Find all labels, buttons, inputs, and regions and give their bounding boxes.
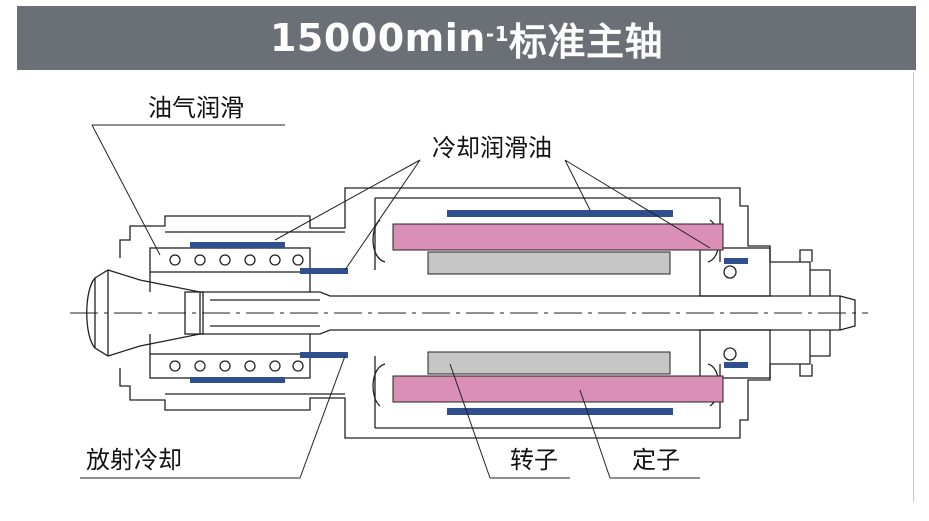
inner-wall xyxy=(165,231,345,395)
title-main: 15000min xyxy=(269,16,486,60)
drawbar-tip xyxy=(184,291,204,335)
label-stator: 定子 xyxy=(632,446,680,474)
shaft-tail xyxy=(839,295,856,331)
rear-cap-step xyxy=(810,269,831,357)
housing-outline-top xyxy=(119,187,771,262)
leader-lines xyxy=(80,124,711,479)
label-rotor: 转子 xyxy=(510,446,558,474)
motor-end-left-bottom xyxy=(372,363,386,407)
bearing-spacers xyxy=(149,272,311,354)
bearing-balls-bottom xyxy=(169,360,304,372)
title-suffix: 标准主轴 xyxy=(509,19,664,64)
spindle-shaft xyxy=(200,291,841,335)
label-oil-air-lubrication: 油气润滑 xyxy=(148,94,244,122)
shaft-bore xyxy=(210,299,320,327)
rotor-bottom xyxy=(427,351,671,375)
rotor-top xyxy=(427,251,671,275)
right-divider xyxy=(913,72,914,502)
leader-rotor xyxy=(449,363,491,479)
stator-bottom xyxy=(392,375,724,403)
rear-ball-bottom xyxy=(723,347,737,361)
leader-radiation xyxy=(299,355,346,479)
leader-stator xyxy=(579,389,611,479)
title-superscript: -1 xyxy=(485,22,510,46)
label-radiation-cooling: 放射冷却 xyxy=(86,446,182,474)
leader-oil-air xyxy=(91,124,161,256)
rear-fittings xyxy=(799,249,813,377)
leader-cooling-left xyxy=(274,159,421,271)
coolant-channels xyxy=(190,210,748,415)
motor-casing-lines xyxy=(375,197,720,429)
leader-cooling-right xyxy=(564,159,711,249)
label-cooling-lubricating-oil: 冷却润滑油 xyxy=(432,134,552,162)
rear-cap xyxy=(770,261,811,365)
tool-nose-curve xyxy=(86,277,96,349)
spindle-drawing xyxy=(70,187,868,439)
housing-outline-bottom xyxy=(119,364,771,439)
rear-bearing-bottom xyxy=(699,329,771,379)
rear-bearing-top xyxy=(699,247,771,297)
bearing-balls-top xyxy=(169,254,304,266)
rear-ball-top xyxy=(723,265,737,279)
stator-top xyxy=(392,223,724,251)
